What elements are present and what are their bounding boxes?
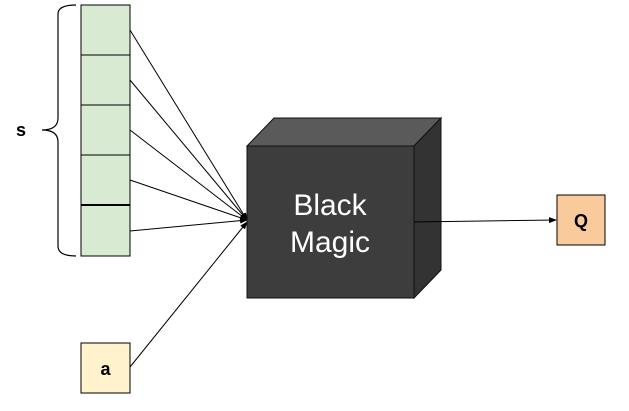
edge-state-1 — [129, 29, 248, 221]
action-label: a — [100, 359, 111, 379]
action-box — [80, 342, 131, 394]
black-box-label-line1: Black — [293, 189, 367, 222]
black-box-label-line2: Magic — [290, 226, 370, 259]
black-box: Black Magic — [245, 116, 443, 300]
edge-action — [129, 221, 248, 368]
edge-output — [413, 217, 557, 224]
state-cell-2 — [80, 54, 131, 106]
state-cell-3 — [80, 104, 131, 156]
state-brace — [41, 4, 77, 257]
state-cell-1 — [80, 4, 131, 56]
state-cell-4 — [80, 154, 131, 206]
output-label: Q — [574, 211, 588, 231]
edge-state-5 — [129, 217, 248, 232]
cube-front-face — [246, 145, 415, 299]
edge-state-3 — [129, 129, 248, 221]
state-label: s — [16, 120, 26, 140]
cube-top-face — [245, 117, 443, 147]
state-edges — [129, 29, 248, 232]
edge-state-4 — [129, 179, 248, 221]
cube-side-face — [413, 116, 442, 300]
edge-state-2 — [129, 79, 248, 221]
state-cell-5 — [80, 204, 131, 257]
state-vector — [80, 4, 131, 257]
output-box — [556, 194, 606, 246]
